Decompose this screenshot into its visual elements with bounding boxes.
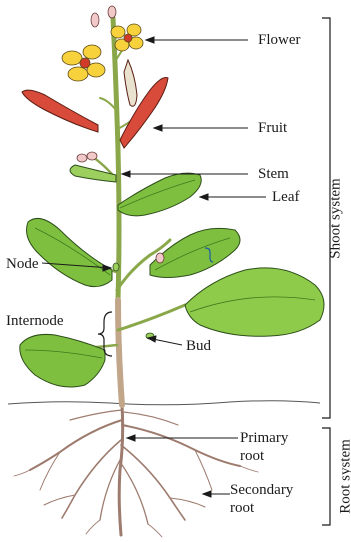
label-node: Node [6,256,39,273]
leaf-thin [70,165,116,182]
label-flower: Flower [258,32,301,49]
label-primary-root-line2: root [240,448,264,465]
flower-left [62,45,105,81]
label-shoot-system: Shoot system [328,169,345,269]
label-leaf: Leaf [272,189,299,206]
leaf-large-right [185,268,324,336]
label-stem: Stem [258,166,289,183]
leaf-upper-right [118,173,201,216]
root-system-drawing [14,405,258,537]
leaf-mid-right [150,228,240,277]
leaf-upper-left [27,218,113,286]
flower-right [111,24,143,51]
label-root-system: Root system [338,427,351,527]
label-primary-root-line1: Primary [240,430,288,447]
label-fruit: Fruit [258,120,287,137]
ground-line [8,401,320,405]
system-brackets [322,18,330,525]
label-secondary-root-line1: Secondary [230,482,293,499]
fruit-top-right [124,60,137,106]
fruit-left [22,90,98,132]
label-internode: Internode [6,313,63,330]
leaf-lower-left [20,334,105,387]
label-secondary-root-line2: root [230,500,254,517]
label-bud: Bud [186,338,211,355]
